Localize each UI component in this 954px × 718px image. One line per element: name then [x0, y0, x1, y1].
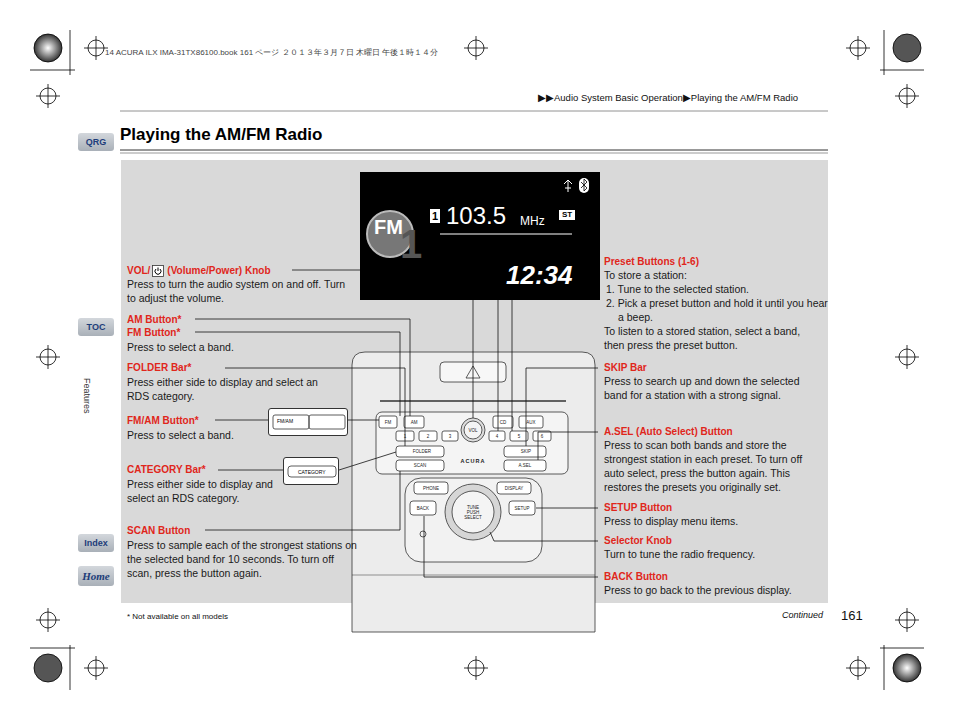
callout-heading: BACK Button	[604, 570, 668, 584]
callout-body: 1. Tune to the selected station.	[604, 282, 749, 296]
callout-body: Press to go back to the previous display…	[604, 583, 792, 597]
nav-tab: Home	[78, 566, 114, 586]
continued-note: Continued	[782, 610, 823, 621]
nav-tab: Index	[78, 534, 114, 552]
page-title: Playing the AM/FM Radio	[120, 125, 322, 145]
callout-body: To store a station:	[604, 268, 687, 282]
callout-body: To listen to a stored station, select a …	[604, 324, 822, 352]
node-text: Home	[82, 570, 110, 582]
node-text: Index	[84, 538, 108, 548]
callout-body: Press to display menu items.	[604, 514, 738, 528]
node-text: MHz	[520, 214, 545, 228]
button-label: PHONE	[423, 486, 439, 491]
nav-tab: TOC	[78, 318, 114, 336]
node-text: FM	[374, 216, 403, 239]
node-text: FM/AM	[277, 418, 293, 424]
radio-display: FM11103.5MHzST12:34	[360, 172, 600, 300]
callout-heading: SCAN Button	[127, 524, 190, 538]
callout-body: Press to sample each of the strongest st…	[127, 538, 359, 580]
button-label: AM	[411, 420, 418, 425]
logo-text: ACURA	[461, 459, 486, 464]
node-text: ST	[559, 210, 575, 220]
node-text: 103.5	[446, 202, 506, 230]
callout-heading: SKIP Bar	[604, 361, 647, 375]
button-label: VOL	[468, 428, 477, 433]
node-text: CATEGORY	[298, 469, 326, 475]
callout-heading: A.SEL (Auto Select) Button	[604, 425, 733, 439]
callout-heading: FOLDER Bar*	[127, 361, 191, 375]
callout-heading: FM/AM Button*	[127, 414, 199, 428]
button-label: AUX	[526, 420, 535, 425]
node-text: TOC	[87, 322, 106, 332]
fm-am-inset: FM/AM	[268, 408, 348, 436]
callout-body: Press to scan both bands and store the s…	[604, 438, 822, 494]
button-label: SKIP	[521, 449, 531, 454]
button-label: DISPLAY	[505, 486, 524, 491]
callout-body: Press either side to display and select …	[127, 477, 277, 505]
crop-marks	[30, 30, 924, 690]
callout-body: Turn to tune the radio frequency.	[604, 547, 755, 561]
node-text: QRG	[86, 137, 107, 147]
button-label: 4	[496, 434, 499, 439]
button-label: 1	[404, 434, 407, 439]
button-label: 6	[541, 434, 544, 439]
callout-body: Press to turn the audio system on and of…	[127, 277, 349, 305]
power-icon	[152, 265, 164, 277]
button-label: SCAN	[414, 463, 427, 468]
callout-heading: (Volume/Power) Knob	[167, 264, 270, 278]
node-text: 12:34	[506, 260, 573, 290]
callout-heading: CATEGORY Bar*	[127, 463, 206, 477]
node-text: 1	[400, 224, 422, 264]
callout-heading: Selector Knob	[604, 534, 672, 548]
button-label: FM	[385, 420, 392, 425]
node-text: 1	[430, 209, 440, 223]
callout-body: Press to search up and down the selected…	[604, 374, 819, 402]
button-label: A.SEL	[519, 463, 532, 468]
breadcrumb: ▶▶Audio System Basic Operation▶Playing t…	[538, 92, 798, 104]
button-label: 3	[449, 434, 452, 439]
callout-body: Press to select a band.	[127, 428, 234, 442]
leader-lines	[195, 262, 598, 577]
page-number: 161	[841, 608, 863, 623]
callout-body: Press either side to display and select …	[127, 375, 342, 403]
book-header: 14 ACURA ILX IMA-31TX86100.book 161 ページ …	[105, 48, 438, 58]
section-tab: Features	[82, 378, 92, 414]
audio-console	[352, 352, 595, 632]
callout-heading: Preset Buttons (1-6)	[604, 255, 699, 269]
button-label: CD	[500, 420, 507, 425]
button-label: SETUP	[514, 506, 529, 511]
button-label: 5	[518, 434, 521, 439]
button-label: BACK	[417, 506, 429, 511]
button-label: 2	[427, 434, 430, 439]
nav-tab: QRG	[78, 133, 114, 151]
callout-heading: FM Button*	[127, 326, 180, 340]
button-label: FOLDER	[413, 449, 431, 454]
callout-heading: AM Button*	[127, 313, 181, 327]
callout-heading: SETUP Button	[604, 501, 672, 515]
knob-label: TUNE PUSH SELECT	[464, 505, 482, 520]
callout-body: Press to select a band.	[127, 340, 234, 354]
footnote: * Not available on all models	[127, 612, 228, 622]
callout-heading: VOL/	[127, 264, 150, 278]
callout-body: 2. Pick a preset button and hold it unti…	[604, 296, 830, 324]
category-inset: CATEGORY	[283, 457, 339, 485]
